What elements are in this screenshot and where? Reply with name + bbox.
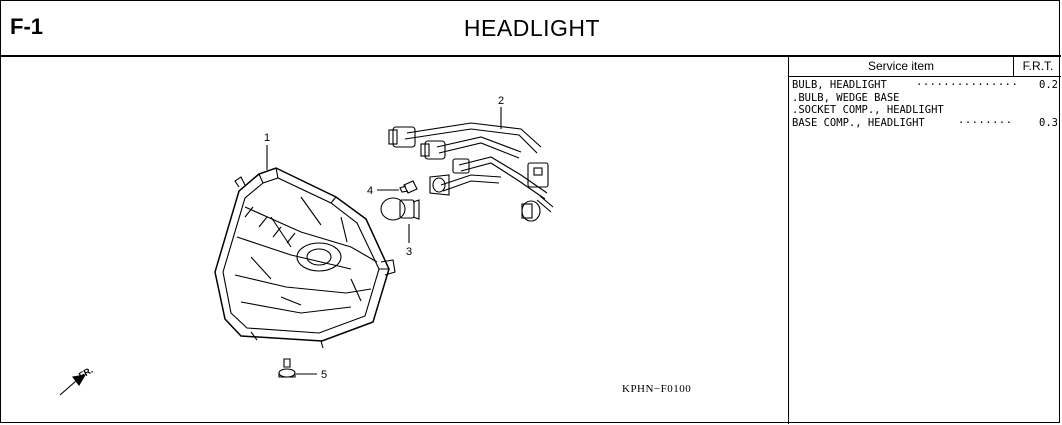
service-list: BULB, HEADLIGHT ··············· 0.2 .BUL… (792, 79, 1059, 129)
service-item-name: .SOCKET COMP., HEADLIGHT (792, 104, 944, 116)
callout-3: 3 (406, 246, 412, 258)
exploded-diagram: 1 2 3 4 5 FR. KPHN−F0100 (1, 57, 788, 424)
wedge-bulb-illustration (399, 180, 418, 194)
callout-4: 4 (367, 185, 373, 197)
service-item-table: Service item F.R.T. BULB, HEADLIGHT ····… (788, 57, 1061, 424)
bolt-illustration (278, 358, 296, 378)
service-item-frt: 0.3 (1039, 116, 1058, 129)
service-item-name: BASE COMP., HEADLIGHT (792, 116, 925, 129)
wire-harness-illustration (388, 122, 554, 222)
callout-5: 5 (321, 369, 327, 381)
dot-leader: ··············· (916, 79, 1019, 91)
service-item-name: BULB, HEADLIGHT (792, 79, 887, 91)
page-header: F-1 HEADLIGHT (1, 1, 1061, 57)
fr-label: FR. (77, 365, 95, 381)
section-code: F-1 (10, 14, 43, 39)
headlight-housing-illustration (214, 167, 396, 349)
dot-leader: ········ (958, 116, 1013, 129)
service-row: BULB, HEADLIGHT ··············· 0.2 (792, 79, 1059, 92)
header-service-item: Service item (867, 59, 935, 73)
service-row: .BULB, WEDGE BASE (792, 92, 1059, 105)
callout-1: 1 (264, 132, 270, 144)
service-row: .SOCKET COMP., HEADLIGHT (792, 104, 1059, 117)
diagram-reference-code: KPHN−F0100 (622, 383, 692, 395)
front-direction-arrow (59, 374, 87, 396)
headlight-bulb-illustration (380, 197, 420, 221)
callout-2: 2 (498, 95, 504, 107)
service-item-frt: 0.2 (1039, 79, 1058, 91)
headlight-illustration: 1 2 3 4 5 FR. (59, 95, 554, 396)
service-item-name: .BULB, WEDGE BASE (792, 91, 900, 104)
service-table-header: Service item F.R.T. (789, 57, 1061, 77)
page-title: HEADLIGHT (463, 15, 601, 41)
header-frt: F.R.T. (1013, 57, 1062, 76)
service-row: BASE COMP., HEADLIGHT ········ 0.3 (792, 117, 1059, 130)
